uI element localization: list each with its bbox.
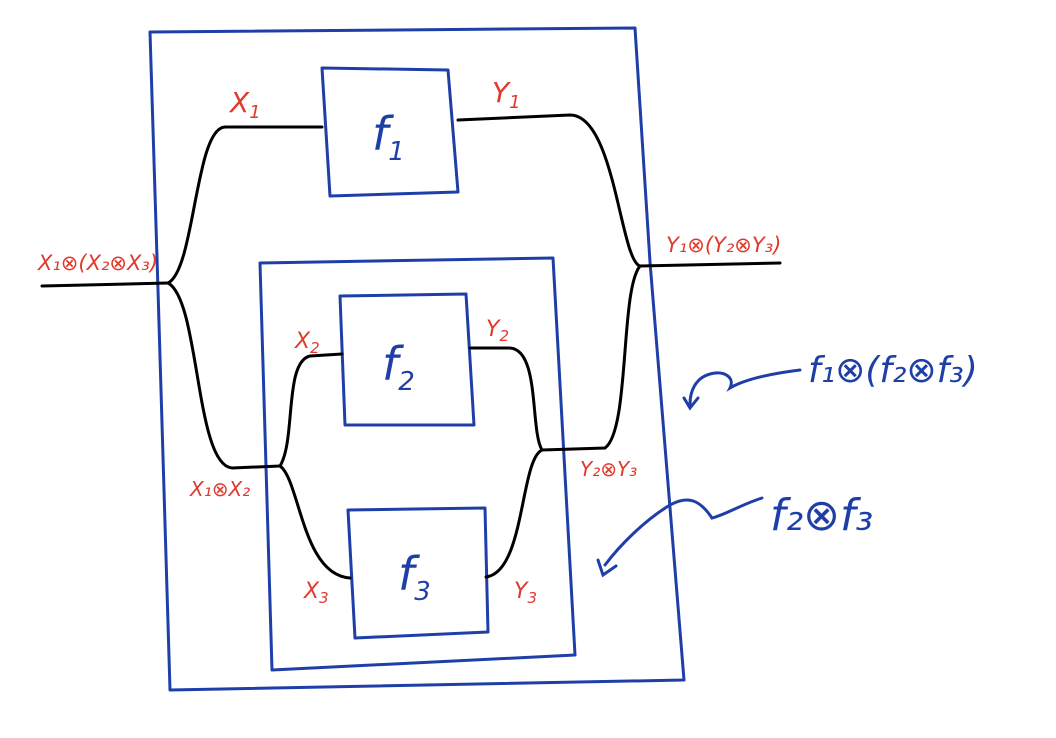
inner-annotation-arrow [596, 496, 764, 578]
outer-annotation-label: f₁⊗(f₂⊗f₃) [808, 350, 978, 391]
input-total-label: X₁⊗(X₂⊗X₃) [37, 251, 158, 275]
inner-box [258, 256, 577, 672]
x2-label: X2 [294, 329, 320, 357]
y2-label: Y2 [486, 317, 509, 345]
inner-input-label: X₁⊗X₂ [189, 477, 250, 501]
wire-y2y3-join [540, 264, 642, 452]
f1-label: f1 [372, 107, 405, 167]
output-wire [638, 261, 782, 268]
wire-y3 [484, 448, 544, 579]
x3-label: X3 [303, 579, 329, 607]
wire-y2 [468, 346, 544, 452]
wire-x2 [278, 352, 344, 468]
f3-label: f3 [398, 547, 431, 607]
f3-box [346, 506, 490, 640]
inner-output-label: Y₂⊗Y₃ [580, 457, 637, 481]
input-wire [40, 281, 170, 288]
wire-x1 [166, 125, 324, 285]
f2-label: f2 [382, 337, 415, 397]
inner-annotation-label: f₂⊗f₃ [770, 490, 873, 541]
f2-box [338, 292, 476, 427]
f1-box [320, 66, 460, 198]
y1-label: Y1 [492, 76, 521, 113]
wire-x3 [278, 464, 352, 580]
outer-box [148, 26, 686, 692]
wire-y1 [456, 113, 642, 268]
outer-annotation-arrow [682, 368, 802, 411]
output-total-label: Y₁⊗(Y₂⊗Y₃) [666, 233, 781, 257]
x1-label: X1 [228, 86, 261, 123]
y3-label: Y3 [514, 579, 537, 607]
wire-x2x3-branch [166, 281, 282, 470]
